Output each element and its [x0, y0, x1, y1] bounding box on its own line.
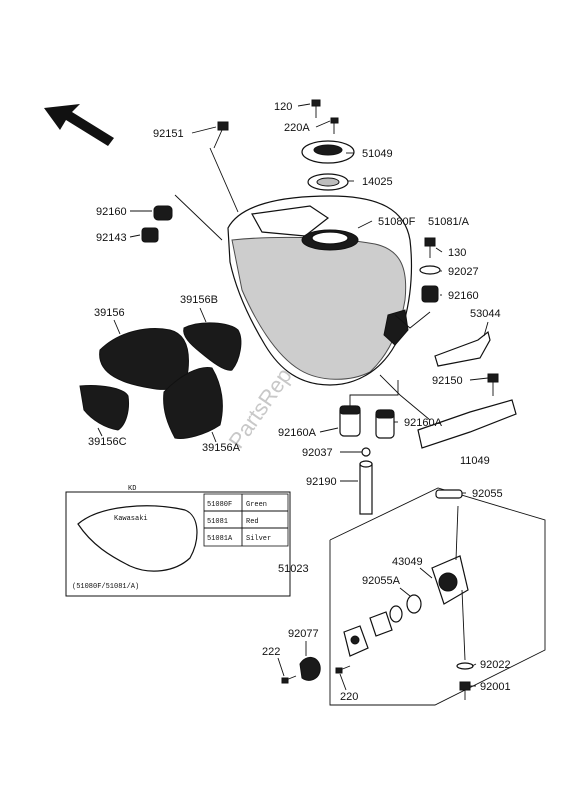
- washer-92022: [456, 662, 474, 670]
- damper-92160A-left: [339, 405, 361, 437]
- leader-lines: [97, 103, 489, 691]
- inset-header: KD: [128, 485, 136, 493]
- bolt-130: [424, 237, 436, 258]
- leader-dampers: [349, 380, 399, 406]
- bolt-92151: [213, 121, 229, 149]
- fuel-cap-51049: [301, 140, 355, 164]
- bolt-92001: [459, 681, 471, 700]
- label-51080F: 51080F: [378, 216, 416, 228]
- fuel-tank: [227, 195, 413, 386]
- washer-92027: [419, 265, 441, 275]
- label-92055A: 92055A: [362, 575, 401, 587]
- grommet-92143: [141, 227, 159, 243]
- label-92077: 92077: [288, 628, 319, 640]
- part-labels: 120 220A 92151 51049 14025 92160 92143 5…: [88, 101, 511, 703]
- screw-220: [335, 665, 351, 674]
- label-51081A: 51081/A: [428, 216, 470, 228]
- pad-39156C: [79, 385, 129, 431]
- label-39156B: 39156B: [180, 294, 218, 306]
- leader-92151: [209, 147, 239, 213]
- label-92022: 92022: [480, 659, 511, 671]
- o-ring-92055A: [406, 594, 422, 614]
- label-39156: 39156: [94, 307, 125, 319]
- strip-53044: [434, 330, 491, 367]
- direction-arrow-icon: [44, 104, 114, 146]
- label-51049: 51049: [362, 148, 393, 160]
- damper-92160A-right: [375, 409, 395, 439]
- leader-92160-right: [394, 311, 431, 329]
- pad-39156B: [183, 322, 242, 371]
- grommet-92160-left: [153, 205, 173, 221]
- inset-logo: Kawasaki: [114, 515, 148, 523]
- label-92190: 92190: [306, 476, 337, 488]
- inset-code-3: 51081A: [207, 535, 233, 543]
- label-92160A-left: 92160A: [278, 427, 317, 439]
- inset-code-1: 51080F: [207, 501, 232, 509]
- label-14025: 14025: [362, 176, 393, 188]
- hose-92190: [359, 460, 373, 515]
- color-variant-inset: Kawasaki KD 51080F Green 51081 Red 51081…: [65, 485, 291, 597]
- inset-color-3: Silver: [246, 535, 271, 543]
- valve-plug: [369, 611, 393, 637]
- inset-color-1: Green: [246, 501, 267, 509]
- bracket-11049: [417, 399, 517, 449]
- o-ring-small: [389, 605, 403, 623]
- label-92150: 92150: [432, 375, 463, 387]
- pad-39156A: [163, 366, 223, 439]
- clip-92055: [435, 489, 463, 499]
- label-92160-left: 92160: [96, 206, 127, 218]
- leader-92160-left: [174, 194, 223, 241]
- label-92027: 92027: [448, 266, 479, 278]
- screw-222: [281, 675, 297, 684]
- label-92143: 92143: [96, 232, 127, 244]
- bolt-120: [311, 99, 321, 118]
- gasket-14025: [307, 173, 349, 191]
- assembly-box-51023: [329, 487, 546, 706]
- grommet-92160-right: [421, 285, 439, 303]
- lever-plate: [343, 625, 369, 657]
- label-43049: 43049: [392, 556, 423, 568]
- pad-39156: [99, 328, 189, 390]
- label-51023: 51023: [278, 563, 309, 575]
- inset-footer: (51080F/51081/A): [72, 583, 139, 591]
- label-92160A-right: 92160A: [404, 417, 443, 429]
- label-120: 120: [274, 101, 292, 113]
- clip-92037: [361, 447, 371, 457]
- label-220A: 220A: [284, 122, 310, 134]
- label-130: 130: [448, 247, 466, 259]
- label-222: 222: [262, 646, 280, 658]
- bolt-92150: [487, 373, 499, 396]
- screw-220A: [330, 117, 339, 134]
- leader-bracket: [379, 374, 431, 421]
- leader-92022: [461, 589, 466, 661]
- label-92001: 92001: [480, 681, 511, 693]
- inset-code-2: 51081: [207, 518, 228, 526]
- fuel-cock-43049: [431, 505, 469, 605]
- label-92055: 92055: [472, 488, 503, 500]
- label-53044: 53044: [470, 308, 501, 320]
- label-92151: 92151: [153, 128, 184, 140]
- label-92037: 92037: [302, 447, 333, 459]
- label-92160-right: 92160: [448, 290, 479, 302]
- lever-92077: [299, 657, 321, 681]
- inset-color-2: Red: [246, 518, 259, 526]
- label-39156C: 39156C: [88, 436, 127, 448]
- label-220: 220: [340, 691, 358, 703]
- label-11049: 11049: [460, 455, 490, 467]
- label-39156A: 39156A: [202, 442, 241, 454]
